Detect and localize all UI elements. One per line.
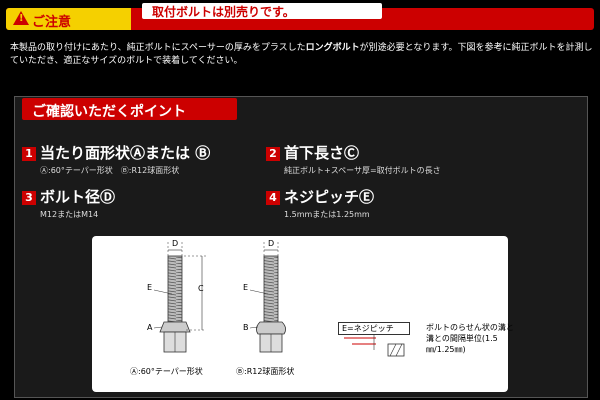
caption-b: Ⓑ:R12球面形状 [236,367,295,376]
label-e-bolt-b: E [243,283,249,292]
notice-message: 取付ボルトは別売りです。 [152,5,295,19]
bolt-b-illustration [249,242,286,353]
item-2-heading: 首下長さⒸ [284,144,360,162]
notice-message-box [142,3,382,19]
label-c: C [198,284,204,293]
panel-title: ご確認いただくポイント [32,104,186,120]
warning-mark: ! [19,13,24,24]
caption-a: Ⓐ:60°テーパー形状 [130,367,203,376]
bolt-illustrations [153,242,405,357]
panel-title-bar [22,98,237,120]
item-4-heading: ネジピッチⒺ [284,188,375,206]
bolt-diagram [92,236,508,392]
label-d-bolt-a: D [172,239,179,248]
label-e-bolt-a: E [147,283,153,292]
description-text: 本製品の取り付けにあたり、純正ボルトにスペーサーの厚みをプラスしたロングボルトが… [10,42,595,68]
item-1-number: 1 [22,147,36,161]
item-4-number: 4 [266,191,280,205]
label-a: A [147,323,153,332]
notice-label-bg [6,8,131,30]
item-1-desc: Ⓐ:60°テーパー形状 Ⓑ:R12球面形状 [40,166,180,175]
description-part2: が別途必要となります。下図を参考に純正ボルトを計測していただき、適正なサイズのボ… [10,43,593,66]
notice-label: ご注意 [32,15,72,30]
description-bold: ロングボルト [305,43,360,53]
item-1-heading: 当たり面形状Ⓐまたは Ⓑ [40,144,211,162]
pitch-detail-illustration [344,332,405,357]
warning-icon [13,11,29,25]
label-b: B [243,323,249,332]
item-3-heading: ボルト径Ⓓ [40,188,116,206]
item-3-desc: M12またはM14 [40,210,99,219]
pitch-title: E=ネジピッチ [342,324,394,333]
item-2-number: 2 [266,147,280,161]
pitch-description: ボルトのらせん状の溝と溝との間隔単位(1.5㎜/1.25㎜) [426,323,514,354]
description-part1: 本製品の取り付けにあたり、純正ボルトにスペーサーの厚みをプラスした [10,43,306,53]
bolt-a-illustration [153,242,206,353]
pitch-title-box [338,322,410,335]
item-3-number: 3 [22,191,36,205]
item-4-desc: 1.5mmまたは1.25mm [284,210,370,219]
item-2-desc: 純正ボルト+スペーサ厚=取付ボルトの長さ [284,166,441,175]
label-d-bolt-b: D [268,239,275,248]
